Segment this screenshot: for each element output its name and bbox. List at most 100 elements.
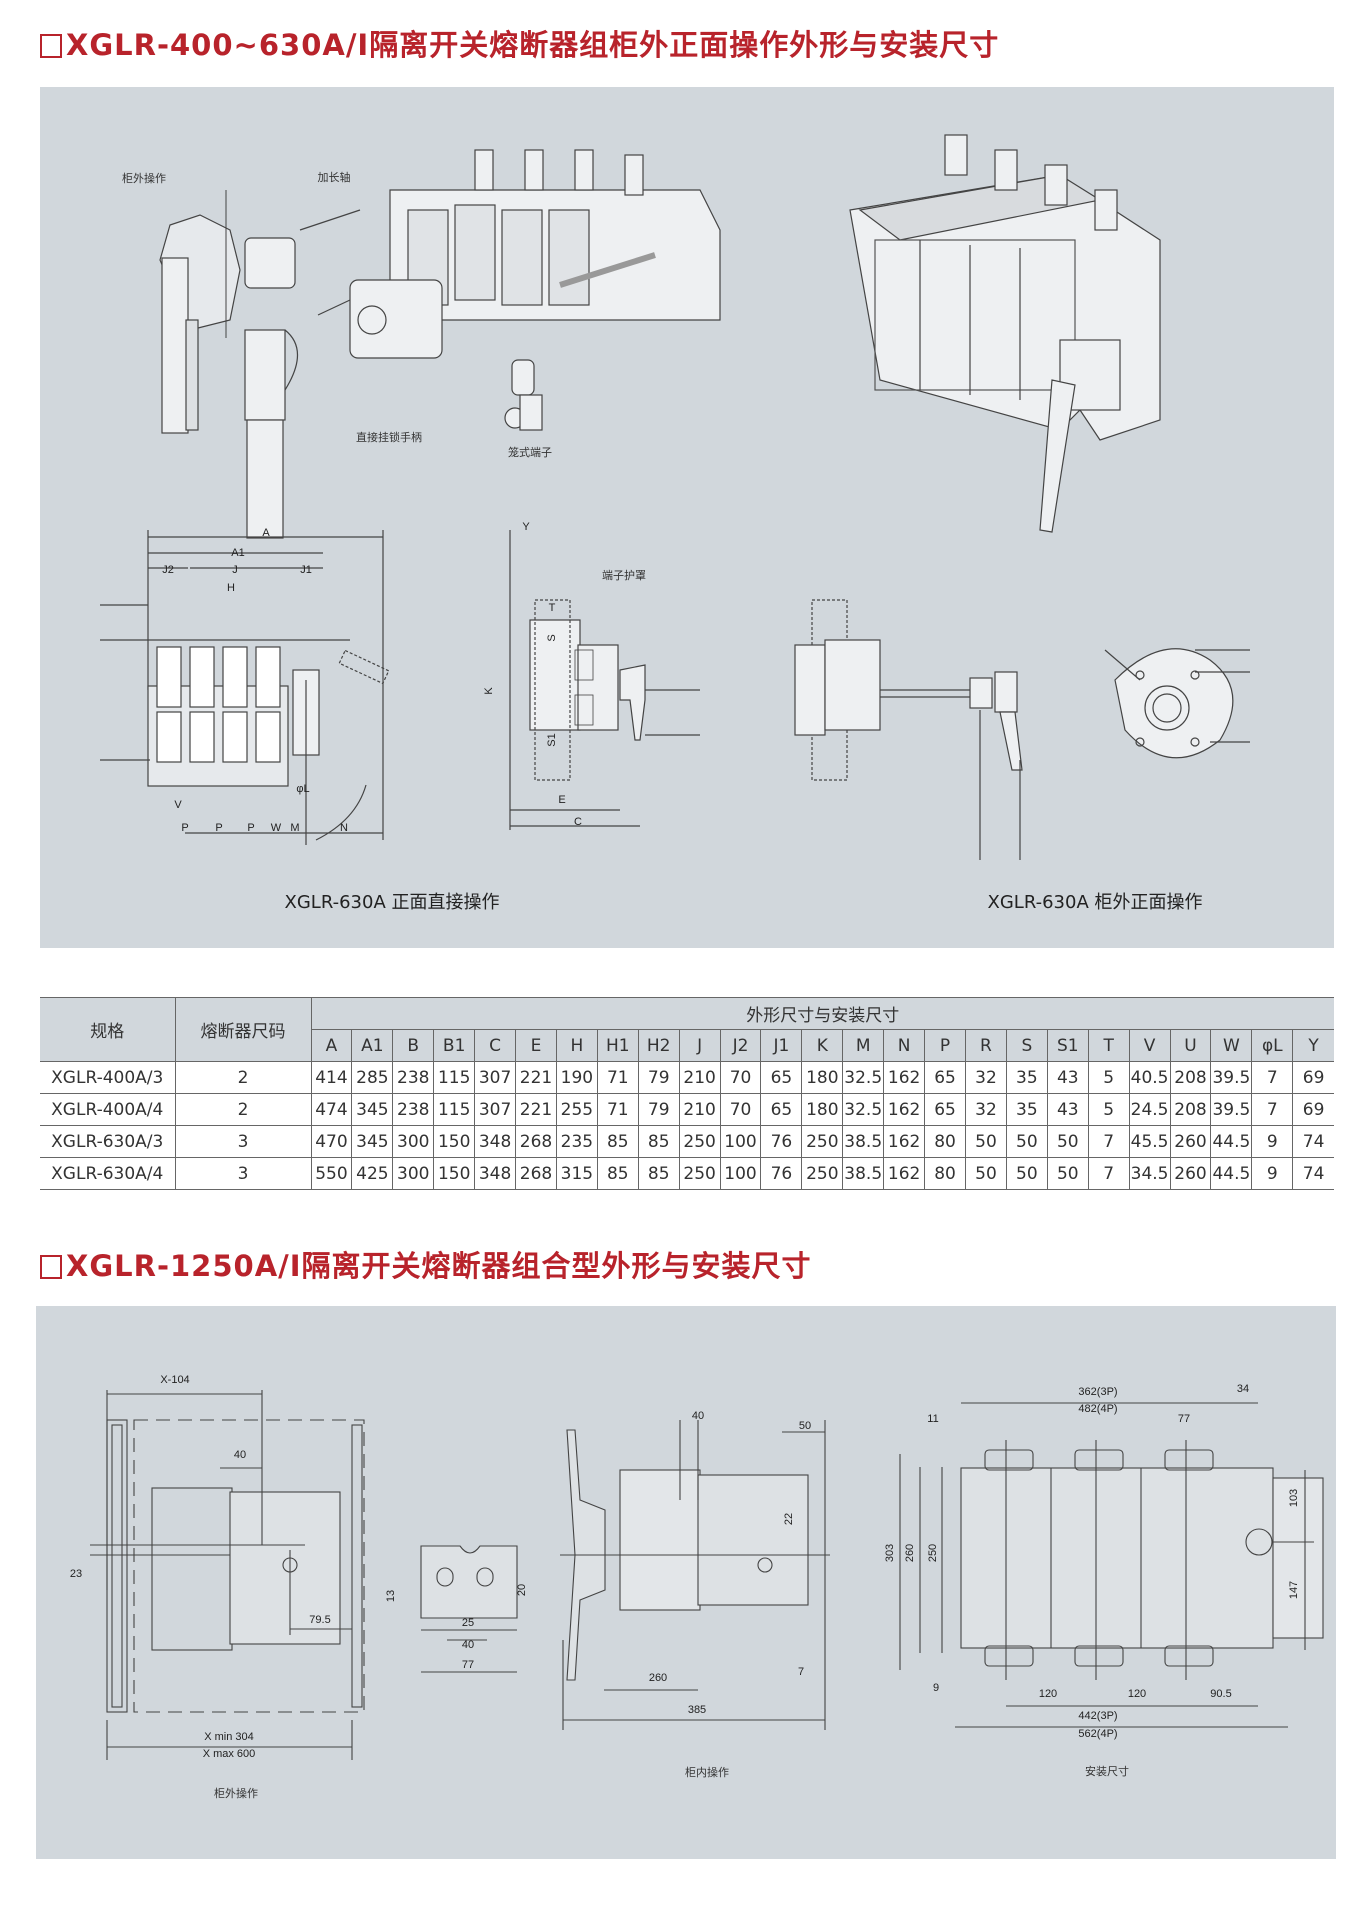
cell-dimension: 80: [924, 1125, 966, 1158]
dimension-header: V: [1128, 1029, 1171, 1062]
cell-dimension: 9: [1251, 1125, 1294, 1158]
dim-385: 385: [687, 1704, 707, 1716]
dim-40: 40: [233, 1449, 247, 1461]
dim-40: 40: [691, 1410, 705, 1422]
dim-120: 120: [1038, 1688, 1058, 1700]
dim-C: C: [574, 816, 582, 828]
caption-external-front-operation: XGLR-630A 柜外正面操作: [987, 892, 1203, 913]
dim-25: 25: [461, 1617, 475, 1629]
cell-dimension: 221: [515, 1061, 557, 1094]
cell-dimension: 162: [883, 1061, 926, 1094]
dim-23: 23: [69, 1568, 83, 1580]
section-title-text: XGLR-400~630A/I隔离开关熔断器组柜外正面操作外形与安装尺寸: [66, 28, 1000, 62]
cell-dimension: 38.5: [842, 1157, 885, 1190]
label-cage-terminal: 笼式端子: [508, 446, 552, 459]
dimension-header: P: [924, 1029, 966, 1062]
cell-fuse-size: 3: [174, 1157, 312, 1190]
cell-dimension: 235: [555, 1125, 598, 1158]
section-title-1: XGLR-400~630A/I隔离开关熔断器组柜外正面操作外形与安装尺寸: [40, 22, 999, 64]
dim-22: 22: [783, 1512, 795, 1526]
cell-dimension: 348: [474, 1125, 517, 1158]
cell-dimension: 345: [351, 1093, 394, 1126]
cell-dimension: 300: [392, 1125, 435, 1158]
dimension-header: A: [311, 1029, 353, 1062]
dim-9: 9: [932, 1682, 940, 1694]
installation-dimensions-drawing: [899, 1402, 1324, 1728]
cell-dimension: 45.5: [1128, 1125, 1171, 1158]
cell-dimension: 7: [1087, 1125, 1130, 1158]
dimension-header: W: [1210, 1029, 1253, 1062]
label-terminal-cover: 端子护罩: [602, 569, 646, 582]
dimension-header: S: [1005, 1029, 1048, 1062]
cell-dimension: 7: [1251, 1093, 1294, 1126]
cell-dimension: 250: [678, 1157, 721, 1190]
checkbox-square-icon: [40, 34, 62, 58]
cell-dimension: 425: [351, 1157, 394, 1190]
dim-H: H: [227, 582, 235, 594]
dim-A: A: [262, 527, 270, 539]
caption-internal-operation: 柜内操作: [685, 1766, 729, 1779]
dim-J1: J1: [300, 564, 312, 576]
external-operation-1250-drawing: [90, 1390, 365, 1760]
dimension-header: J1: [760, 1029, 803, 1062]
cell-dimension: 268: [515, 1157, 557, 1190]
dim-120: 120: [1127, 1688, 1147, 1700]
dim-250: 250: [927, 1543, 939, 1563]
cell-dimension: 85: [596, 1125, 639, 1158]
cell-dimension: 32: [965, 1061, 1007, 1094]
cell-fuse-size: 3: [174, 1125, 312, 1158]
dim-V: V: [174, 799, 182, 811]
cell-dimension: 70: [719, 1093, 762, 1126]
dim-40: 40: [461, 1639, 475, 1651]
switch-body-drawing: [317, 149, 721, 359]
dim-77: 77: [1177, 1413, 1191, 1425]
isometric-switch-drawing: [849, 134, 1161, 533]
dim-P: P: [247, 822, 255, 834]
dim-13: 13: [385, 1589, 397, 1603]
cell-dimension: 100: [719, 1157, 762, 1190]
cell-dimension: 34.5: [1128, 1157, 1171, 1190]
cell-dimension: 260: [1169, 1125, 1212, 1158]
cell-dimension: 260: [1169, 1157, 1212, 1190]
dimension-header: U: [1169, 1029, 1212, 1062]
dim-79-5: 79.5: [309, 1614, 331, 1626]
dimension-header: R: [965, 1029, 1007, 1062]
section-title-text: XGLR-1250A/I隔离开关熔断器组合型外形与安装尺寸: [66, 1249, 812, 1283]
cell-dimension: 79: [637, 1061, 680, 1094]
label-external-operation: 柜外操作: [122, 172, 166, 185]
cell-dimension: 44.5: [1210, 1157, 1253, 1190]
cell-dimension: 7: [1251, 1061, 1294, 1094]
cell-dimension: 470: [310, 1125, 353, 1158]
external-operation-view-drawing: [794, 599, 1023, 860]
cell-dimension: 76: [760, 1157, 803, 1190]
cell-dimension: 80: [924, 1157, 966, 1190]
cell-spec: XGLR-630A/3: [40, 1125, 176, 1158]
cell-dimension: 74: [1292, 1125, 1334, 1158]
cell-dimension: 43: [1046, 1061, 1089, 1094]
cell-spec: XGLR-630A/4: [40, 1157, 176, 1190]
dim-M: M: [290, 822, 300, 834]
cell-dimension: 345: [351, 1125, 394, 1158]
dim-362-3p: 362(3P): [1078, 1386, 1118, 1398]
cell-dimension: 180: [801, 1061, 844, 1094]
cell-dimension: 238: [392, 1093, 435, 1126]
dim-J2: J2: [162, 564, 174, 576]
cell-dimension: 35: [1005, 1061, 1048, 1094]
cell-dimension: 250: [801, 1157, 844, 1190]
external-handle-drawing: [159, 190, 361, 539]
dim-T: T: [548, 602, 556, 614]
mounting-plate-drawing: [420, 1545, 518, 1673]
side-view-drawing: [509, 530, 700, 830]
dim-P: P: [181, 822, 189, 834]
header-spec: 规格: [40, 997, 176, 1062]
dimension-header: M: [842, 1029, 885, 1062]
cell-dimension: 190: [555, 1061, 598, 1094]
cell-dimension: 180: [801, 1093, 844, 1126]
cell-dimension: 24.5: [1128, 1093, 1171, 1126]
